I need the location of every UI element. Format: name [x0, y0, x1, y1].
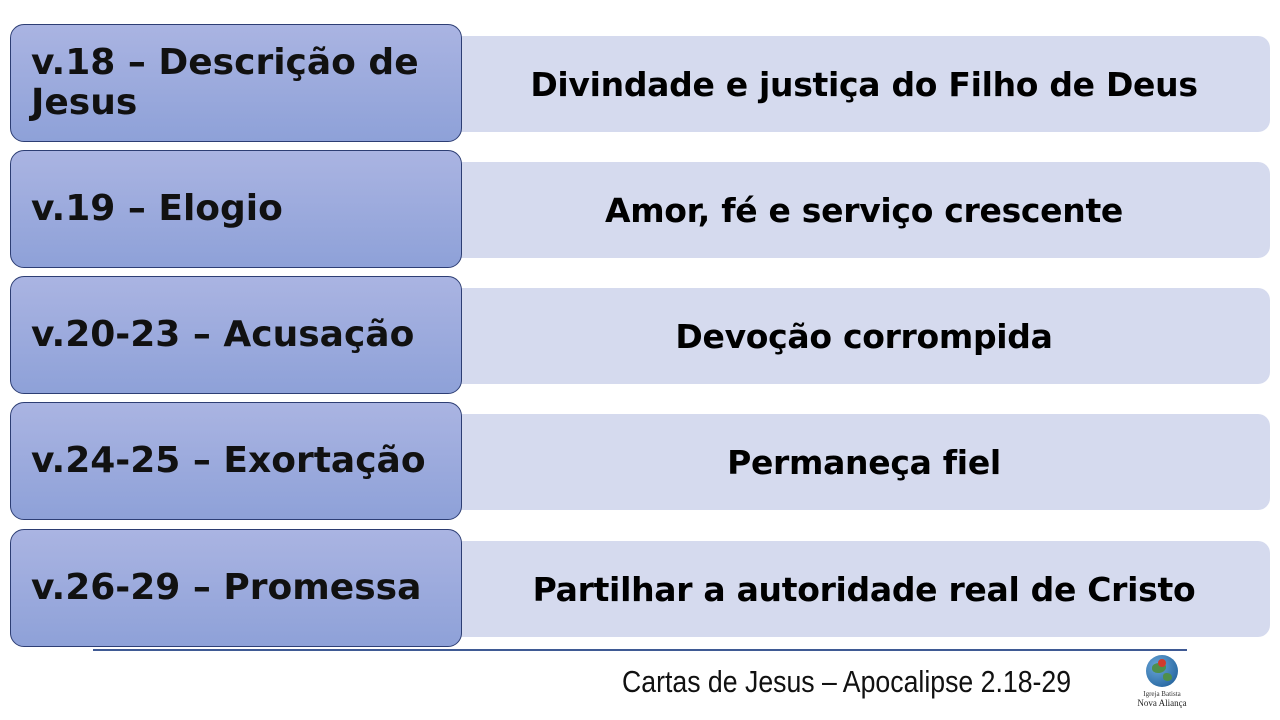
section-label: v.24-25 – Exortação	[31, 440, 426, 481]
section-row-4: Permaneça fiel v.24-25 – Exortação	[0, 402, 1280, 524]
section-summary-box: Partilhar a autoridade real de Cristo	[448, 541, 1270, 637]
section-label-box: v.24-25 – Exortação	[10, 402, 462, 520]
section-summary-box: Devoção corrompida	[448, 288, 1270, 384]
section-label: v.26-29 – Promessa	[31, 567, 422, 608]
section-label-box: v.26-29 – Promessa	[10, 529, 462, 647]
section-summary-text: Partilhar a autoridade real de Cristo	[532, 569, 1196, 609]
section-summary-box: Amor, fé e serviço crescente	[448, 162, 1270, 258]
section-summary-text: Divindade e justiça do Filho de Deus	[530, 64, 1198, 104]
section-summary-box: Permaneça fiel	[448, 414, 1270, 510]
section-label-box: v.20-23 – Acusação	[10, 276, 462, 394]
section-label-box: v.18 – Descrição de Jesus	[10, 24, 462, 142]
section-label: v.19 – Elogio	[31, 188, 283, 229]
logo-line-2: Nova Aliança	[1137, 698, 1187, 708]
section-row-2: Amor, fé e serviço crescente v.19 – Elog…	[0, 150, 1280, 272]
section-row-5: Partilhar a autoridade real de Cristo v.…	[0, 529, 1280, 651]
section-summary-text: Amor, fé e serviço crescente	[604, 190, 1124, 230]
section-summary-box: Divindade e justiça do Filho de Deus	[448, 36, 1270, 132]
section-label: v.18 – Descrição de Jesus	[31, 42, 419, 123]
church-logo: Igreja Batista Nova Aliança	[1134, 655, 1190, 715]
logo-line-1: Igreja Batista	[1143, 690, 1181, 698]
section-row-3: Devoção corrompida v.20-23 – Acusação	[0, 276, 1280, 398]
section-summary-text: Devoção corrompida	[675, 316, 1053, 356]
section-label-box: v.19 – Elogio	[10, 150, 462, 268]
footer-title: Cartas de Jesus – Apocalipse 2.18-29	[622, 664, 1072, 699]
footer-divider	[93, 649, 1187, 651]
section-summary-text: Permaneça fiel	[727, 442, 1001, 482]
section-label: v.20-23 – Acusação	[31, 314, 415, 355]
section-row-1: Divindade e justiça do Filho de Deus v.1…	[0, 24, 1280, 146]
globe-icon	[1146, 655, 1178, 687]
